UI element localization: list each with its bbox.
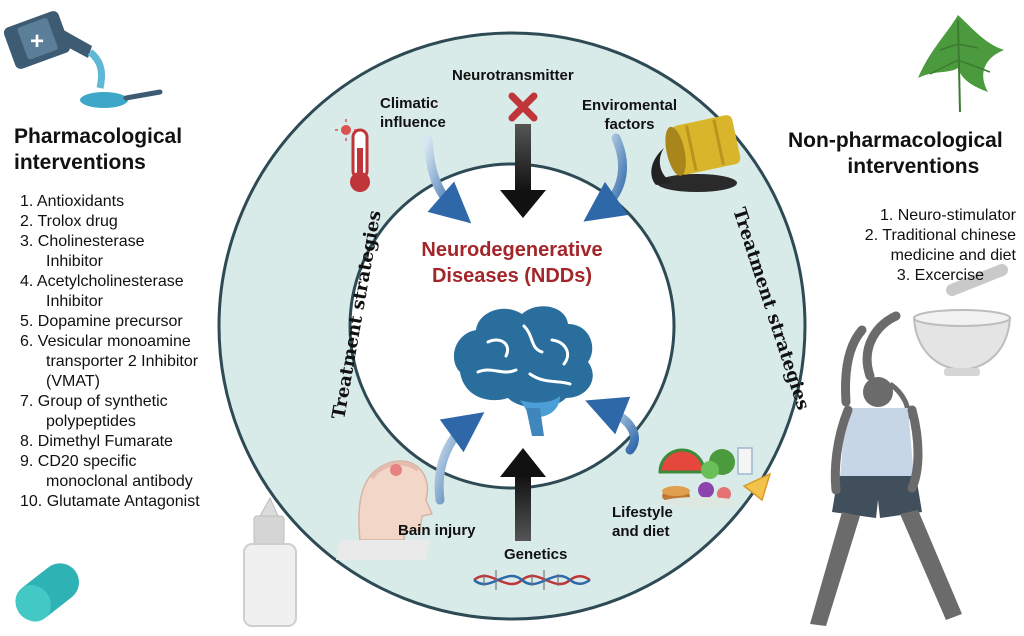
list-item: 8. Dimethyl Fumarate xyxy=(20,433,173,450)
non-pharmacological-list: 1. Neuro-stimulator 2. Traditional chine… xyxy=(820,206,1016,286)
genetics-label: Genetics xyxy=(504,546,568,563)
climatic-label: Climatic influence xyxy=(380,94,446,132)
list-item: Inhibitor xyxy=(46,253,103,270)
thermometer-icon xyxy=(335,119,370,192)
list-item: medicine and diet xyxy=(890,247,1016,264)
lifestyle-arrow xyxy=(585,396,639,455)
list-item: 4. Acetylcholinesterase xyxy=(20,273,184,290)
capsule-icon xyxy=(15,563,80,622)
list-item: 2. Traditional chinese xyxy=(864,227,1016,244)
list-item: Inhibitor xyxy=(46,293,103,310)
list-item: monoclonal antibody xyxy=(46,473,193,490)
red-cross-icon xyxy=(508,92,538,122)
environmental-label: Enviromental factors xyxy=(582,96,677,134)
list-item: 3. Cholinesterase xyxy=(20,233,145,250)
brain-icon xyxy=(453,306,593,436)
list-item: 1. Antioxidants xyxy=(20,193,125,210)
dna-icon xyxy=(473,570,591,590)
right-heading: Non-pharmacological interventions xyxy=(788,128,1003,180)
climatic-arrow xyxy=(423,135,472,224)
center-title: Neurodegenerative Diseases (NDDs) xyxy=(400,237,624,289)
head-injury-icon xyxy=(336,460,434,560)
person-stretching-icon xyxy=(810,311,962,626)
list-item: polypeptides xyxy=(46,413,136,430)
neurotransmitter-arrow xyxy=(500,124,546,218)
dropper-bottle-icon xyxy=(243,496,297,627)
list-item: 3. Excercise xyxy=(896,267,984,284)
left-heading-line-2: interventions xyxy=(14,151,146,174)
lifestyle-label-line-1: Lifestyle xyxy=(612,504,673,521)
list-item: 2. Trolox drug xyxy=(20,213,118,230)
center-title-line-1: Neurodegenerative xyxy=(421,239,603,261)
medicine-bottle-icon: + xyxy=(3,11,106,89)
list-item: 1. Neuro-stimulator xyxy=(879,207,1016,224)
list-item: transporter 2 Inhibitor xyxy=(46,353,199,370)
list-item: 7. Group of synthetic xyxy=(20,393,168,410)
environmental-arrow xyxy=(583,133,629,222)
list-item: 5. Dopamine precursor xyxy=(20,313,183,330)
food-icon xyxy=(658,447,772,507)
environmental-label-line-1: Enviromental xyxy=(582,97,678,114)
right-heading-line-1: Non-pharmacological xyxy=(788,129,1003,152)
list-item: 9. CD20 specific xyxy=(20,453,137,470)
climatic-label-line-2: influence xyxy=(380,114,446,131)
brain-injury-arrow xyxy=(434,412,485,505)
pharmacological-list: 1. Antioxidants 2. Trolox drug 3. Cholin… xyxy=(20,192,200,512)
brain-injury-label: Bain injury xyxy=(398,522,476,539)
svg-text:+: + xyxy=(30,28,44,55)
lifestyle-label: Lifestyle and diet xyxy=(612,503,673,541)
center-title-line-2: Diseases (NDDs) xyxy=(431,265,593,287)
list-item: 10. Glutamate Antagonist xyxy=(20,493,200,510)
left-heading: Pharmacological interventions xyxy=(14,124,182,176)
genetics-arrow xyxy=(500,448,546,541)
neurotransmitter-label: Neurotransmitter xyxy=(452,67,574,84)
mortar-pestle-icon xyxy=(912,264,1012,376)
list-item: (VMAT) xyxy=(46,373,100,390)
oil-barrel-icon xyxy=(651,115,741,192)
climatic-label-line-1: Climatic xyxy=(380,95,439,112)
lifestyle-label-line-2: and diet xyxy=(612,523,670,540)
blue-arrows xyxy=(423,133,639,505)
left-heading-line-1: Pharmacological xyxy=(14,125,183,148)
right-heading-line-2: interventions xyxy=(847,155,980,178)
leaf-icon xyxy=(918,15,1004,113)
list-item: 6. Vesicular monoamine xyxy=(20,333,191,350)
environmental-label-line-2: factors xyxy=(604,116,655,133)
spoon-icon xyxy=(80,89,163,108)
